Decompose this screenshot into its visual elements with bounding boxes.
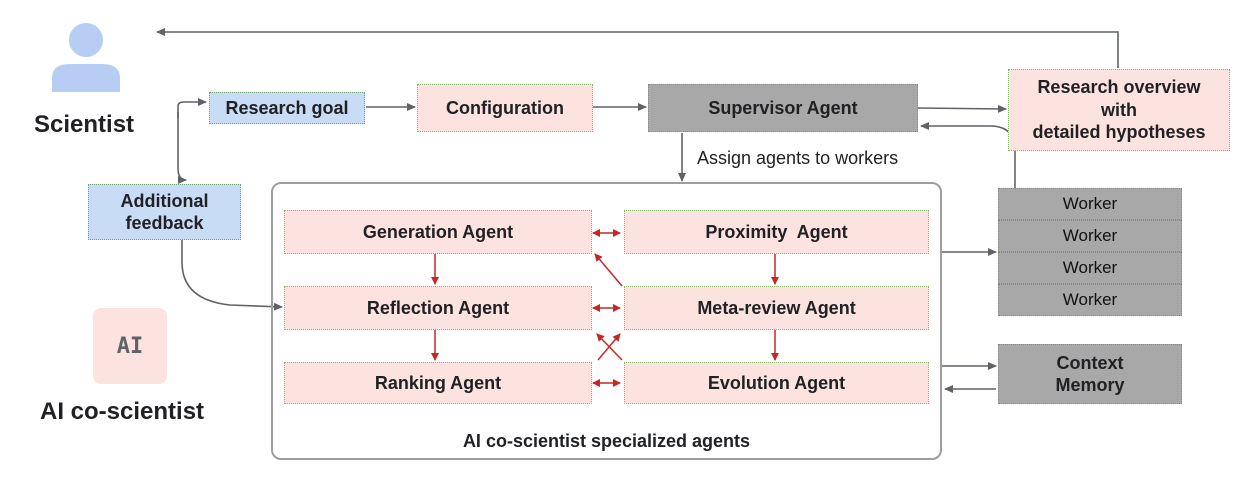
memory-line-2: Memory	[1055, 375, 1125, 395]
feedback-to-reflection-arrow	[181, 240, 283, 311]
scientist-to-feedback-arrow	[177, 112, 187, 184]
research-overview-box: Research overview with detailed hypothes…	[1008, 69, 1230, 151]
ai-coscientist-label: AI co-scientist	[40, 398, 205, 425]
worker-box: Worker	[998, 252, 1182, 284]
agents-panel-label: AI co-scientist specialized agents	[462, 430, 751, 451]
generation-agent-box: Generation Agent	[284, 210, 592, 254]
configuration-box: Configuration	[417, 84, 593, 132]
metareview-agent-box: Meta-review Agent	[624, 286, 929, 330]
reflection-agent-label: Reflection Agent	[366, 297, 510, 318]
supervisor-agent-label: Supervisor Agent	[708, 97, 858, 118]
overview-line-3: detailed hypotheses	[1032, 122, 1206, 143]
proximity-agent-label: Proximity Agent	[705, 221, 848, 242]
configuration-label: Configuration	[446, 97, 564, 118]
worker-box: Worker	[998, 188, 1182, 220]
supervisor-agent-box: Supervisor Agent	[648, 84, 918, 132]
overview-to-scientist-arrow	[156, 28, 1119, 68]
supervisor-to-overview-arrow	[917, 104, 1007, 113]
workers-stack: Worker Worker Worker Worker	[998, 188, 1182, 316]
overview-line-1: Research overview	[1037, 77, 1201, 98]
agents-panel	[271, 182, 942, 460]
feedback-line-1: Additional	[120, 190, 209, 211]
overview-line-2: with	[1101, 99, 1137, 120]
generation-agent-label: Generation Agent	[362, 221, 514, 242]
research-goal-box: Research goal	[209, 92, 365, 124]
evolution-agent-label: Evolution Agent	[707, 372, 846, 393]
worker-box: Worker	[998, 220, 1182, 252]
assign-label: Assign agents to workers	[697, 148, 899, 168]
additional-feedback-box: Additional feedback	[88, 184, 241, 240]
context-memory-box: Context Memory	[998, 344, 1182, 404]
reflection-agent-box: Reflection Agent	[284, 286, 592, 330]
worker-box: Worker	[998, 284, 1182, 316]
metareview-agent-label: Meta-review Agent	[697, 297, 856, 318]
evolution-agent-box: Evolution Agent	[624, 362, 929, 404]
feedback-line-2: feedback	[125, 213, 204, 233]
research-goal-label: Research goal	[225, 97, 349, 118]
metareview-to-generation-arrow	[594, 253, 623, 287]
ai-badge: AI	[93, 308, 167, 384]
evolution-to-reflection-arrow	[596, 333, 623, 361]
proximity-agent-box: Proximity Agent	[624, 210, 929, 254]
scientist-label: Scientist	[34, 111, 135, 138]
scientist-to-goal-arrow	[177, 98, 207, 118]
ranking-agent-label: Ranking Agent	[374, 372, 502, 393]
person-icon	[52, 23, 120, 92]
workers-to-supervisor-arrow	[920, 122, 1016, 188]
memory-line-1: Context	[1056, 352, 1124, 373]
ranking-agent-box: Ranking Agent	[284, 362, 592, 404]
